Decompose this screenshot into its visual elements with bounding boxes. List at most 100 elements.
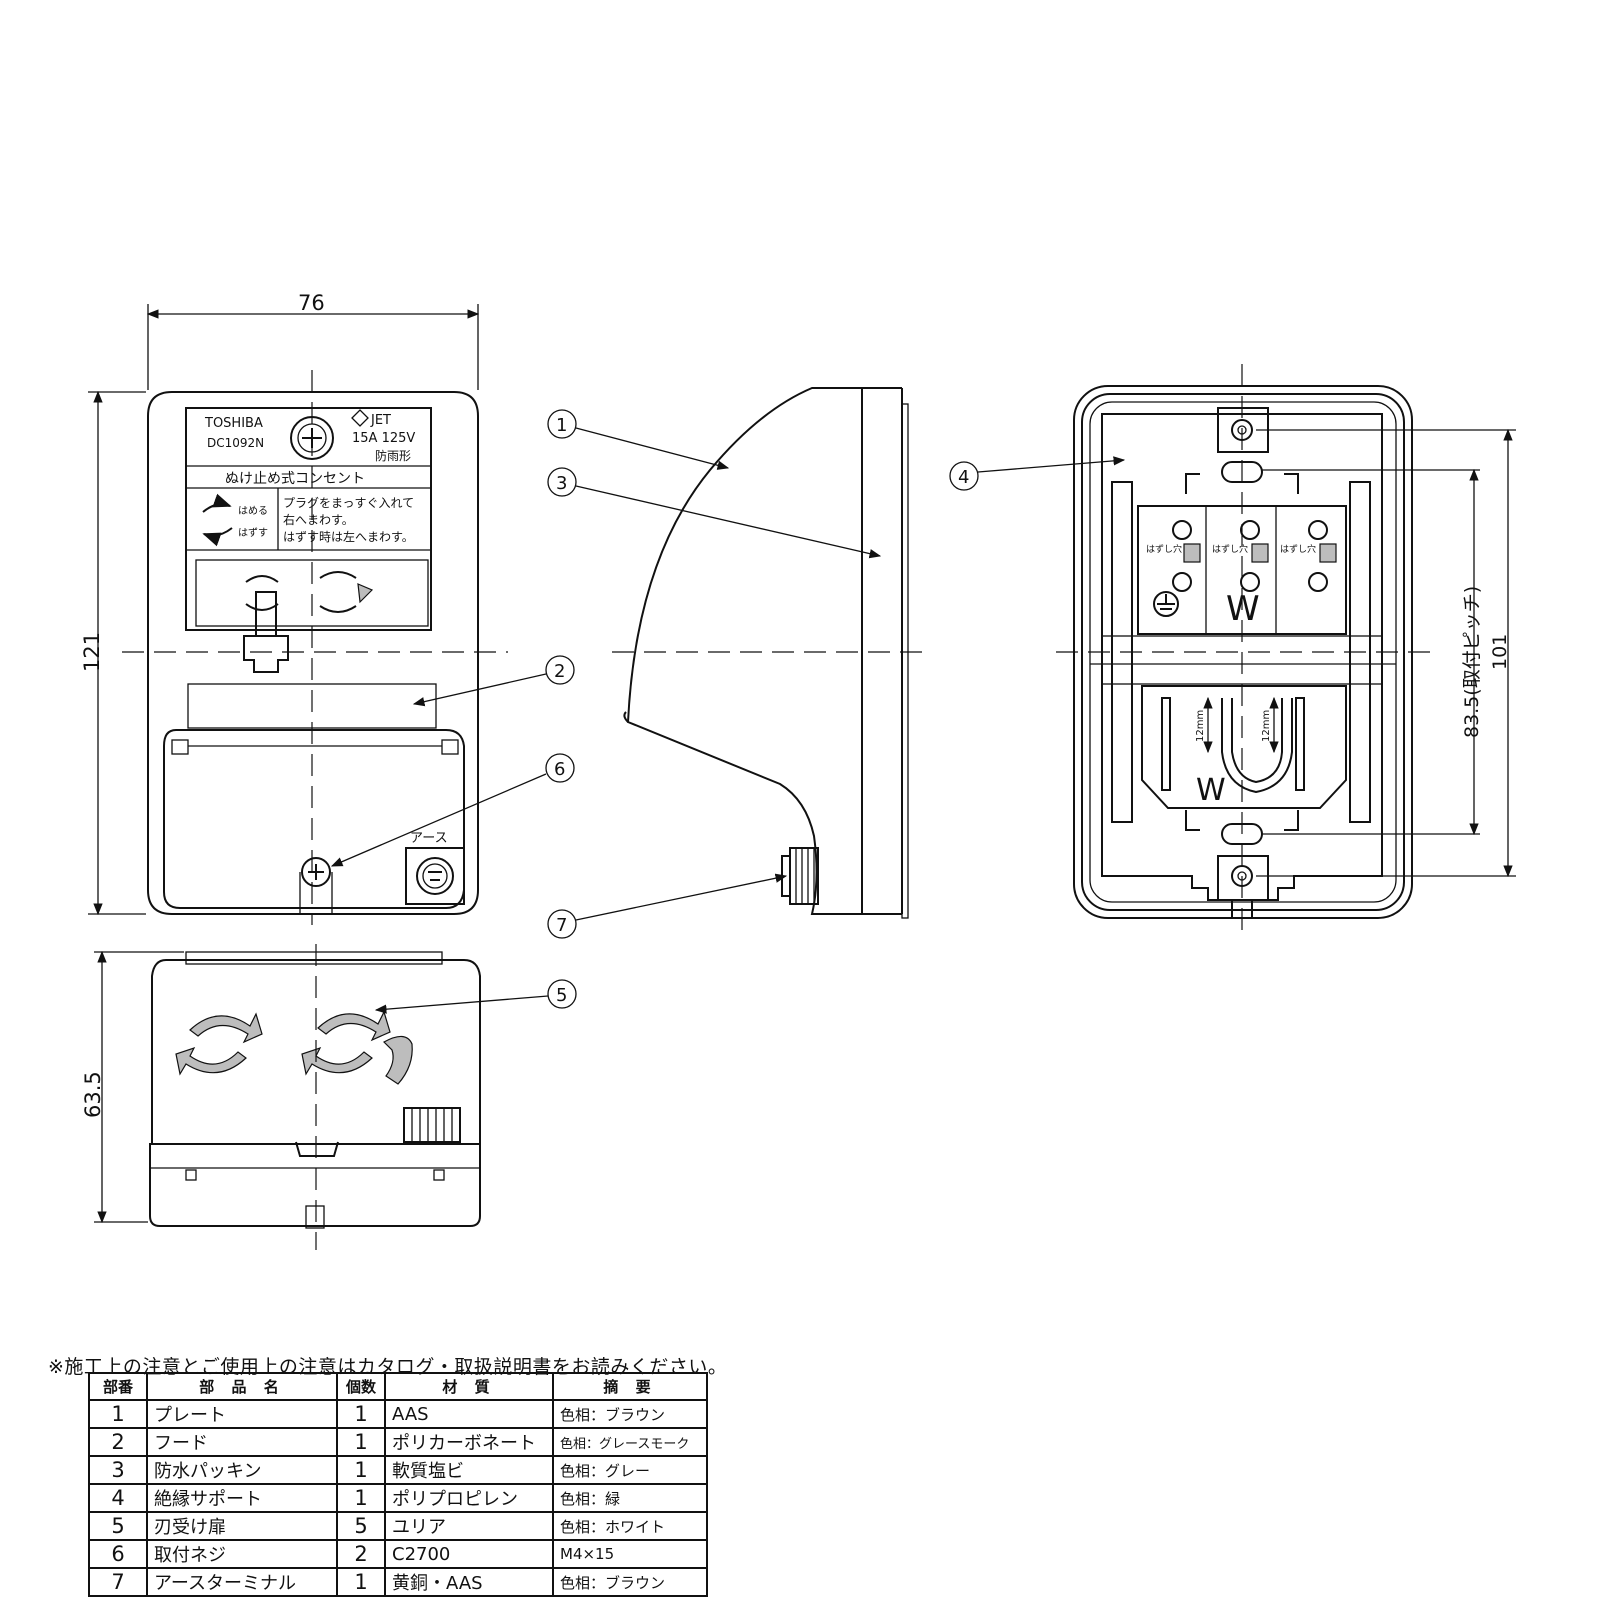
- terminal-screw-icon: [1172, 520, 1337, 592]
- callout-4: 4: [949, 456, 1126, 491]
- cell-material: 軟質塩ビ: [384, 1455, 554, 1485]
- cell-material: AAS: [384, 1399, 554, 1429]
- w-terminal-mark: W: [1226, 589, 1260, 629]
- height-dimension: 121: [80, 632, 104, 672]
- cell-no: 2: [88, 1427, 148, 1457]
- cell-name: アースターミナル: [146, 1567, 338, 1597]
- svg-text:7: 7: [556, 915, 567, 936]
- cell-material: ポリカーボネート: [384, 1427, 554, 1457]
- cell-no: 1: [88, 1399, 148, 1429]
- ground-symbol-icon: [1153, 591, 1179, 617]
- remove-text: はずす: [238, 527, 268, 539]
- cell-material: 黄銅・AAS: [384, 1567, 554, 1597]
- instruction-line-1: プラグをまっすぐ入れて: [283, 496, 414, 510]
- cell-qty: 1: [336, 1455, 386, 1485]
- svg-text:4: 4: [958, 467, 969, 488]
- cell-no: 7: [88, 1567, 148, 1597]
- release-hole-label-2: はずし穴: [1212, 543, 1248, 555]
- callout-3: 3: [547, 467, 882, 559]
- cell-qty: 5: [336, 1511, 386, 1541]
- latch-tab: [243, 591, 289, 673]
- svg-text:1: 1: [556, 415, 567, 436]
- type-text: 防雨形: [375, 448, 411, 463]
- svg-text:5: 5: [556, 985, 567, 1006]
- knurl-hatch: [411, 1108, 453, 1142]
- earth-label: アース: [410, 831, 448, 846]
- cell-name: 防水パッキン: [146, 1455, 338, 1485]
- table-row: 5 刃受け扉 5 ユリア 色相：ホワイト: [88, 1511, 708, 1541]
- cell-qty: 1: [336, 1483, 386, 1513]
- cell-remarks: M4×15: [552, 1539, 708, 1569]
- cell-qty: 2: [336, 1539, 386, 1569]
- cell-material: ユリア: [384, 1511, 554, 1541]
- instruction-line-2: 右へまわす。: [283, 512, 354, 527]
- mounting-screw-icon: [299, 857, 333, 914]
- rating-text: 15A 125V: [352, 431, 415, 446]
- cell-no: 4: [88, 1483, 148, 1513]
- cell-remarks: 色相：ブラウン: [552, 1399, 708, 1429]
- side-view: [623, 387, 909, 919]
- header-remarks: 摘 要: [552, 1372, 708, 1401]
- svg-text:6: 6: [554, 759, 565, 780]
- model-text: DC1092N: [207, 436, 264, 450]
- table-row: 2 フード 1 ポリカーボネート 色相：グレースモーク: [88, 1427, 708, 1457]
- release-hole-label-1: はずし穴: [1146, 543, 1182, 555]
- cell-material: C2700: [384, 1539, 554, 1569]
- cell-name: 刃受け扉: [146, 1511, 338, 1541]
- cell-remarks: 色相：ホワイト: [552, 1511, 708, 1541]
- callouts: 1 3 2 6 7 5 4: [330, 409, 1126, 1014]
- jet-mark-icon: [351, 409, 369, 427]
- depth-dimension: 63.5: [81, 1071, 105, 1118]
- cell-remarks: 色相：緑: [552, 1483, 708, 1513]
- dimensions: 7 6 121 63.5 83.5(取付ピッチ) 101: [80, 291, 1516, 1224]
- receptacle-slots-icon: [175, 1010, 413, 1085]
- table-header-row: 部番 部 品 名 個数 材 質 摘 要: [88, 1372, 708, 1401]
- insert-arrow-icon: [202, 493, 232, 513]
- front-view: TOSHIBA DC1092N JET 15A 125V 防雨形 ぬけ止め式コン…: [147, 391, 479, 915]
- label-title: ぬけ止め式コンセント: [225, 471, 365, 487]
- mount-pitch-dimension: 83.5(取付ピッチ): [1461, 586, 1483, 738]
- cert-text: JET: [370, 413, 391, 428]
- instruction-line-3: はずす時は左へまわす。: [283, 529, 414, 544]
- svg-text:2: 2: [554, 661, 565, 682]
- wire-strip-label-1: 12mm: [1195, 710, 1206, 742]
- callout-1: 1: [547, 409, 730, 470]
- cell-remarks: 色相：ブラウン: [552, 1567, 708, 1597]
- cell-name: フード: [146, 1427, 338, 1457]
- cell-qty: 1: [336, 1399, 386, 1429]
- back-height-dimension: 101: [1489, 634, 1511, 670]
- wire-strip-label-2: 12mm: [1261, 710, 1272, 742]
- header-part-no: 部番: [88, 1372, 148, 1401]
- table-row: 7 アースターミナル 1 黄銅・AAS 色相：ブラウン: [88, 1567, 708, 1597]
- cell-name: プレート: [146, 1399, 338, 1429]
- callout-5: 5: [374, 979, 577, 1014]
- callout-7: 7: [547, 873, 788, 939]
- cell-remarks: 色相：グレー: [552, 1455, 708, 1485]
- cell-name: 取付ネジ: [146, 1539, 338, 1569]
- header-qty: 個数: [336, 1372, 386, 1401]
- remove-arrow-icon: [202, 527, 233, 547]
- brand-text: TOSHIBA: [204, 416, 263, 431]
- w-wire-mark: W: [1196, 773, 1226, 808]
- callout-2: 2: [412, 655, 575, 707]
- cell-remarks: 色相：グレースモーク: [552, 1427, 708, 1457]
- release-hole-label-3: はずし穴: [1280, 543, 1316, 555]
- cell-no: 6: [88, 1539, 148, 1569]
- table-row: 1 プレート 1 AAS 色相：ブラウン: [88, 1399, 708, 1429]
- cell-qty: 1: [336, 1427, 386, 1457]
- callout-6: 6: [330, 753, 575, 867]
- cell-qty: 1: [336, 1567, 386, 1597]
- table-row: 4 絶縁サポート 1 ポリプロピレン 色相：緑: [88, 1483, 708, 1513]
- header-material: 材 質: [384, 1372, 554, 1401]
- bottom-view: [149, 951, 481, 1229]
- earth-terminal-icon: [405, 847, 465, 905]
- header-part-name: 部 品 名: [146, 1372, 338, 1401]
- cell-no: 5: [88, 1511, 148, 1541]
- table-row: 6 取付ネジ 2 C2700 M4×15: [88, 1539, 708, 1569]
- cell-material: ポリプロピレン: [384, 1483, 554, 1513]
- svg-text:3: 3: [556, 473, 567, 494]
- parts-table: 部番 部 品 名 個数 材 質 摘 要 1 プレート 1 AAS 色相：ブラウン…: [88, 1372, 708, 1597]
- insert-text: はめる: [238, 505, 268, 517]
- side-knurl-hatch: [795, 848, 815, 904]
